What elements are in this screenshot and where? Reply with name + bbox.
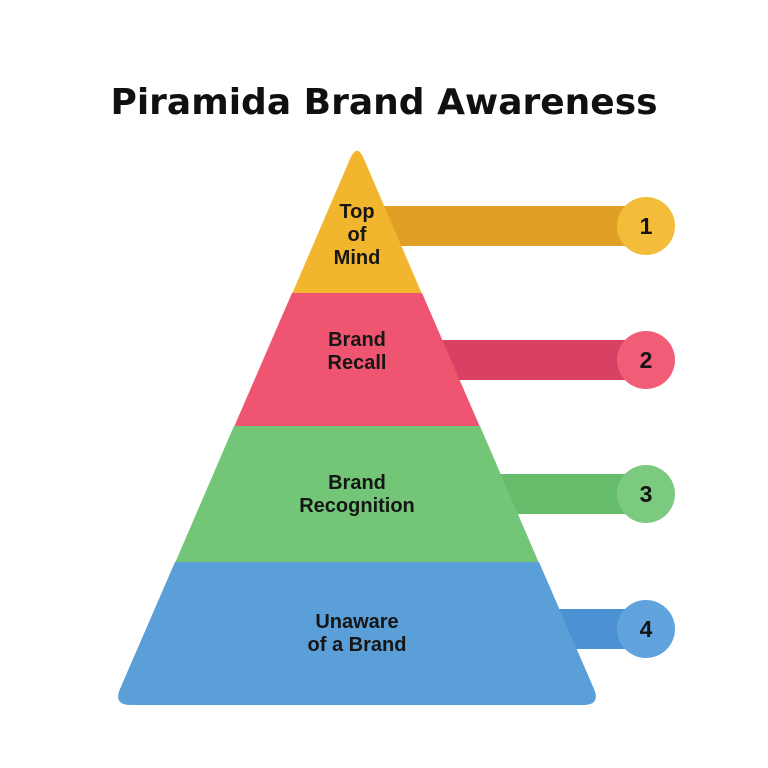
label-line: Recognition [299,495,415,517]
label-line: Brand [328,472,386,494]
pyramid-segment-brand-recognition [175,426,539,563]
number-circle-4 [617,600,675,658]
label-line: Brand [328,329,386,351]
level-number-3: 3 [639,480,653,507]
level-label-unaware: Unaware of a Brand [308,611,407,657]
number-circle-1 [617,197,675,255]
label-line: of a Brand [307,634,407,656]
page-title: Piramida Brand Awareness [110,82,658,123]
level-label-top-of-mind: Top of Mind [334,201,381,270]
number-circle-3 [617,465,675,523]
label-line: Top [339,201,375,223]
pyramid-segment-brand-recall [234,293,480,427]
pyramid-segment-top-of-mind [292,150,422,294]
label-line: of [347,224,367,246]
label-line: Recall [327,352,387,374]
level-number-4: 4 [639,615,653,642]
level-label-brand-recognition: Brand Recognition [299,472,415,518]
label-line: Unaware [315,611,399,633]
connector-bar-level-1 [350,206,646,246]
level-number-2: 2 [639,346,653,373]
level-label-brand-recall: Brand Recall [328,329,387,375]
level-number-1: 1 [639,212,653,239]
label-line: Mind [333,247,381,269]
number-circle-2 [617,331,675,389]
pyramid-segment-unaware [118,562,596,705]
